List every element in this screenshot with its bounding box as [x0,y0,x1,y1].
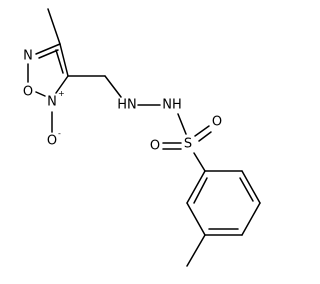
atom-sulfur: S [184,137,192,152]
atom-oxide-o: O [47,134,57,149]
bond-ar-c3-c4 [241,202,261,236]
bond-methyl-c3 [47,8,61,45]
bond-s-ar-c1 [193,152,206,172]
atom-sulfonyl-o-top: O [212,115,222,130]
bond-c4-c3-inner [55,49,64,74]
bond-ar-c6-c1 [186,170,206,204]
bond-ar-methyl [186,234,206,267]
bond-s-o-top [194,125,210,137]
bond-c4-c3 [59,43,69,77]
bond-o1-n5 [35,91,46,97]
atom-sulfonyl-o-left: O [150,139,160,154]
atom-ring-o: O [23,85,33,100]
bond-ar-c5-c6 [186,202,206,236]
bond-s-o-top-inner [198,131,212,142]
bond-ar-c2-c3 [241,170,261,204]
atom-ring-n-oxide: N [47,95,57,110]
charge-o-minus: - [58,129,61,138]
chemical-structure-figure: N O N + O - HN NH S O O [23,8,261,267]
bond-ar-c6-c1-inner [193,177,208,204]
bond-c3-n2-double-inner [38,49,59,59]
bond-c3-n2-double [35,43,61,55]
bond-nh-s [177,113,187,135]
atom-nh-left: HN [117,98,137,113]
bond-ch2-nh [104,75,122,98]
bond-ar-c2-c3-inner [239,177,254,202]
molecule-drawing: N O N + O - HN NH S O O [23,8,261,267]
atom-nh-right: NH [162,98,182,113]
bond-n5-c4 [55,75,69,94]
atom-ring-n: N [23,49,33,64]
charge-n-plus: + [58,89,65,98]
